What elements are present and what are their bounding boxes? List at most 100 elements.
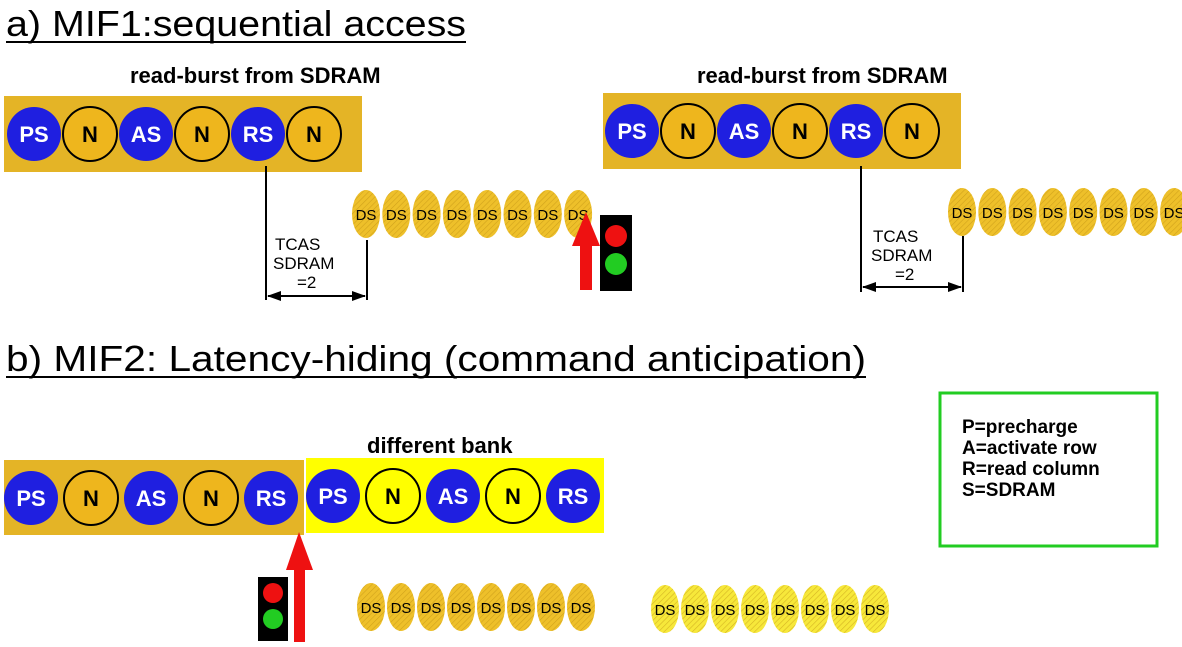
ds-a-right-hatch-2	[1008, 188, 1037, 236]
ds-a-left-hatch-5	[503, 190, 532, 238]
ds-b-second-token-4: DS	[775, 602, 796, 619]
ds-a-right-token-2: DS	[1012, 205, 1033, 222]
cmd-a-right-node-2	[717, 104, 771, 158]
ds-a-right-hatch-4	[1069, 188, 1098, 236]
cmd-a-right-label-0: PS	[617, 119, 646, 144]
cmd-b-second-label-3: N	[505, 484, 521, 509]
ds-a-left-hatch-0	[352, 190, 380, 238]
ds-b-first-token-7: DS	[571, 600, 592, 617]
cmd-b-first-node-3	[183, 470, 239, 526]
burst-label-left: read-burst from SDRAM	[130, 63, 381, 88]
ds-a-left-token-0: DS	[356, 207, 377, 224]
cmd-a-left-node-2	[119, 107, 173, 161]
cmd-a-right-node-3	[772, 103, 828, 159]
cmd-a-left-label-4: RS	[243, 122, 274, 147]
ds-b-second-token-7: DS	[865, 602, 886, 619]
ds-b-first-token-1: DS	[391, 600, 412, 617]
ds-a-left-hatch-1	[382, 190, 411, 238]
cmd-a-right-node-1	[660, 103, 716, 159]
ds-b-first-token-5: DS	[511, 600, 532, 617]
cmd-b-first-label-2: AS	[136, 486, 167, 511]
cmd-a-right-node-4	[829, 104, 883, 158]
ds-a-right-hatch-5	[1099, 188, 1128, 236]
ds-b-second-token-0: DS	[655, 602, 676, 619]
ds-a-right-hatch-7	[1160, 188, 1182, 236]
ds-b-second-token-3: DS	[745, 602, 766, 619]
section-a-title: a) MIF1:sequential access	[6, 3, 466, 44]
stall-arrow-icon	[572, 212, 600, 290]
ds-b-second-token-6: DS	[835, 602, 856, 619]
ds-b-first-hatch-3	[447, 583, 475, 631]
ds-b-second-hatch-3	[741, 585, 769, 633]
cmd-a-right-label-4: RS	[841, 119, 872, 144]
ds-b-first-hatch-4	[477, 583, 505, 631]
ds-b-second-hatch-2	[711, 585, 739, 633]
tcas-label-left-1: TCAS	[275, 235, 320, 254]
ds-a-right-token-1: DS	[982, 205, 1003, 222]
cmd-b-first-label-4: RS	[256, 486, 287, 511]
tcas-label-left-3: =2	[297, 273, 316, 292]
ds-a-right-token-0: DS	[952, 205, 973, 222]
cmd-a-left-node-4	[231, 107, 285, 161]
ds-a-left-token-5: DS	[507, 207, 528, 224]
cmd-b-first-node-1	[63, 470, 119, 526]
traffic-light-icon	[600, 215, 632, 291]
ds-b-first-token-4: DS	[481, 600, 502, 617]
cmd-b-first-node-4	[244, 471, 298, 525]
cmd-a-left-node-5	[286, 106, 342, 162]
cmd-a-left-node-0	[7, 107, 61, 161]
cmd-a-right-node-0	[605, 104, 659, 158]
ds-b-first-token-2: DS	[421, 600, 442, 617]
ds-a-right-token-3: DS	[1042, 205, 1063, 222]
traffic-light-b-icon	[258, 577, 288, 641]
cmd-b-first-node-0	[4, 471, 58, 525]
ds-b-first-hatch-2	[417, 583, 445, 631]
cmd-b-second-node-0	[306, 469, 360, 523]
cmd-a-right-label-2: AS	[729, 119, 760, 144]
legend-line-activate: A=activate row	[962, 438, 1097, 459]
cmd-a-left-label-3: N	[194, 122, 210, 147]
cmd-b-second-label-0: PS	[318, 484, 347, 509]
cmd-b-first-label-3: N	[203, 486, 219, 511]
tcas-label-left-2: SDRAM	[273, 254, 334, 273]
ds-a-left-hatch-2	[412, 190, 441, 238]
ds-a-right-token-5: DS	[1103, 205, 1124, 222]
burst-label-right: read-burst from SDRAM	[697, 63, 948, 88]
ds-a-right-token-7: DS	[1164, 205, 1182, 222]
tcas-label-right-3: =2	[895, 265, 914, 284]
ds-b-first-token-6: DS	[541, 600, 562, 617]
cmd-a-left-node-3	[174, 106, 230, 162]
ds-b-second-token-5: DS	[805, 602, 826, 619]
ds-b-first-hatch-0	[357, 583, 385, 631]
command-arrow-icon	[286, 532, 313, 642]
ds-a-left-token-1: DS	[386, 207, 407, 224]
ds-a-right-hatch-3	[1038, 188, 1067, 236]
tcas-label-right-1: TCAS	[873, 227, 918, 246]
ds-b-second-hatch-5	[801, 585, 829, 633]
ds-a-left-token-4: DS	[477, 207, 498, 224]
ds-b-first-token-0: DS	[361, 600, 382, 617]
legend-line-precharge: P=precharge	[962, 417, 1078, 438]
cmd-b-second-label-1: N	[385, 484, 401, 509]
cmd-a-left-label-5: N	[306, 122, 322, 147]
ds-b-first-hatch-7	[567, 583, 595, 631]
ds-a-right-token-4: DS	[1073, 205, 1094, 222]
ds-b-first-hatch-5	[507, 583, 535, 631]
ds-a-left-hatch-4	[473, 190, 502, 238]
ds-b-second-hatch-1	[681, 585, 709, 633]
ds-b-first-token-3: DS	[451, 600, 472, 617]
ds-a-left-hatch-6	[533, 190, 562, 238]
ds-b-second-hatch-0	[651, 585, 679, 633]
cmd-b-first-label-0: PS	[16, 486, 45, 511]
ds-a-left-token-6: DS	[537, 207, 558, 224]
tcas-label-right-2: SDRAM	[871, 246, 932, 265]
cmd-a-right-node-5	[884, 103, 940, 159]
